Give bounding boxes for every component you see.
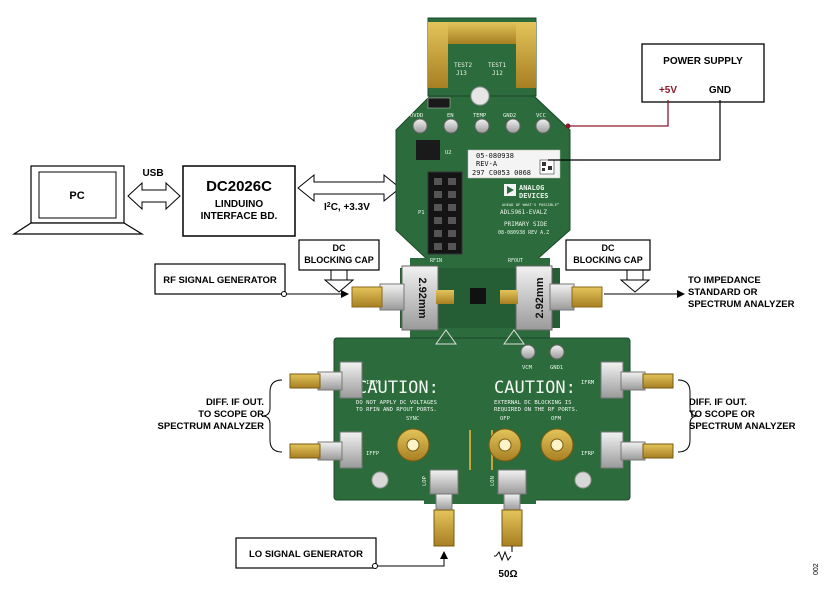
usb-link-arrow (127, 181, 181, 211)
impedance-line3: SPECTRUM ANALYZER (688, 299, 795, 310)
silk-iffp: IFFP (366, 451, 380, 457)
silk-j12: J12 (492, 70, 503, 77)
p1-pin-header (427, 171, 463, 255)
lop-sma-connector (429, 469, 459, 547)
pc-laptop-icon: PC (11, 165, 145, 235)
figure-number: 002 (813, 563, 820, 575)
dc-cap-left-line1: DC (333, 243, 346, 253)
if-left-line2: TO SCOPE OR (198, 409, 264, 420)
silk-p1: P1 (418, 210, 425, 216)
linduino-line3: INTERFACE BD. (201, 211, 278, 222)
dut-chip (470, 288, 486, 304)
silk-u2: U2 (445, 150, 452, 156)
sync-sma-connector (396, 428, 430, 462)
ofp-sma-connector (488, 428, 522, 462)
power-supply-title: POWER SUPPLY (663, 56, 743, 67)
caution-right-title: CAUTION: (494, 378, 576, 398)
silk-ofm: OFM (551, 416, 562, 422)
rf-signal-generator-label: RF SIGNAL GENERATOR (163, 275, 277, 286)
silk-gnd1: GND1 (550, 365, 563, 371)
termination-resistor-icon (494, 546, 513, 562)
analog-devices-logo-icon (504, 184, 516, 196)
logo-analog: ANALOG (519, 184, 544, 192)
if-left-bracket (261, 379, 283, 453)
silk-ovdd: OVDD (410, 113, 423, 119)
silk-vcc: VCC (536, 113, 546, 119)
logo-devices: DEVICES (519, 192, 549, 200)
silk-en: EN (447, 113, 454, 119)
if-right-connectors (600, 361, 674, 469)
if-right-bracket (677, 379, 699, 453)
adl5961-eval-board: TEST2 J13 TEST1 J12 OVDD EN TEMP GND2 VC… (289, 17, 674, 547)
linduino-interface-box: DC2026C LINDUINO INTERFACE BD. (182, 165, 296, 237)
silk-rfin: RFIN (430, 258, 442, 264)
i2c-link-arrow (297, 173, 401, 203)
silk-lop: LOP (422, 475, 428, 486)
rfin-2p92mm-connector (351, 265, 454, 331)
silk-rev-line: 08-080938 REV A.Z (498, 230, 549, 236)
dc-cap-right-line2: BLOCKING CAP (573, 255, 643, 265)
lo-signal-generator-box: LO SIGNAL GENERATOR (235, 537, 378, 569)
silk-iffm: IFFM (366, 380, 380, 386)
linduino-title: DC2026C (206, 178, 272, 195)
sticker-serial: 297 C0053 0068 (472, 169, 531, 177)
silk-test2: TEST2 (454, 62, 472, 69)
caution-left-title: CAUTION: (357, 378, 439, 398)
caution-left-line1: DO NOT APPLY DC VOLTAGES (356, 400, 437, 406)
sticker-rev: REV-A (476, 160, 498, 168)
silk-ifrp: IFRP (581, 451, 595, 457)
lo-signal-generator-label: LO SIGNAL GENERATOR (249, 549, 363, 560)
rf-signal-generator-box: RF SIGNAL GENERATOR (154, 263, 287, 297)
caution-right-line1: EXTERNAL DC BLOCKING IS (494, 400, 571, 406)
silk-primary-side: PRIMARY SIDE (504, 221, 548, 228)
silk-lon: LON (490, 476, 496, 486)
rfout-connector-size: 2.92mm (534, 277, 546, 318)
i2c-label: I2C, +3.3V (324, 202, 370, 213)
if-right-line2: TO SCOPE OR (689, 409, 755, 420)
logo-tagline: AHEAD OF WHAT'S POSSIBLE™ (502, 202, 559, 207)
power-supply-plus5v: +5V (659, 85, 677, 96)
dc-blocking-cap-left-box: DC BLOCKING CAP (298, 239, 380, 293)
sticker-part-number: 05-080938 (476, 152, 514, 160)
caution-right-line2: REQUIRED ON THE RF PORTS. (494, 407, 578, 413)
linduino-line2: LINDUINO (215, 199, 264, 210)
test-points-row (412, 118, 551, 134)
dc-cap-left-line2: BLOCKING CAP (304, 255, 374, 265)
if-left-line3: SPECTRUM ANALYZER (158, 421, 265, 432)
impedance-line2: STANDARD OR (688, 287, 758, 298)
silk-ifrm: IFRM (581, 380, 595, 386)
power-supply-gnd: GND (709, 85, 731, 96)
rfout-2p92mm-connector (500, 265, 603, 331)
lo-input-arrow (377, 551, 448, 567)
usb-label: USB (142, 168, 163, 179)
impedance-line1: TO IMPEDANCE (688, 275, 761, 286)
dc-blocking-cap-right-box: DC BLOCKING CAP (565, 239, 651, 293)
pc-label: PC (69, 190, 84, 202)
if-right-line1: DIFF. IF OUT. (689, 397, 747, 408)
if-left-line1: DIFF. IF OUT. (206, 397, 264, 408)
silk-vcm: VCM (522, 365, 533, 371)
silk-gnd2: GND2 (503, 113, 516, 119)
if-right-line3: SPECTRUM ANALYZER (689, 421, 796, 432)
silk-rfout: RFOUT (508, 258, 523, 264)
silk-test1: TEST1 (488, 62, 506, 69)
dc-cap-right-line1: DC (602, 243, 615, 253)
silk-sync: SYNC (406, 416, 419, 422)
supply-gnd-wire (548, 100, 721, 161)
board-serial-sticker: 05-080938 REV-A 297 C0053 0068 (467, 149, 561, 179)
termination-50ohm-label: 50Ω (498, 569, 517, 580)
silk-j13: J13 (456, 70, 467, 77)
silk-model: ADL5961-EVALZ (500, 209, 547, 216)
lon-sma-connector (497, 469, 527, 547)
caution-left-line2: TO RFIN AND RFOUT PORTS. (356, 407, 437, 413)
power-supply-box: POWER SUPPLY +5V GND (641, 43, 765, 103)
silk-temp: TEMP (473, 113, 487, 119)
silk-ofp: OFP (500, 416, 511, 422)
supply-plus5v-wire (568, 100, 669, 127)
ofm-sma-connector (540, 428, 574, 462)
if-left-connectors (289, 361, 363, 469)
rfin-connector-size: 2.92mm (416, 278, 428, 319)
